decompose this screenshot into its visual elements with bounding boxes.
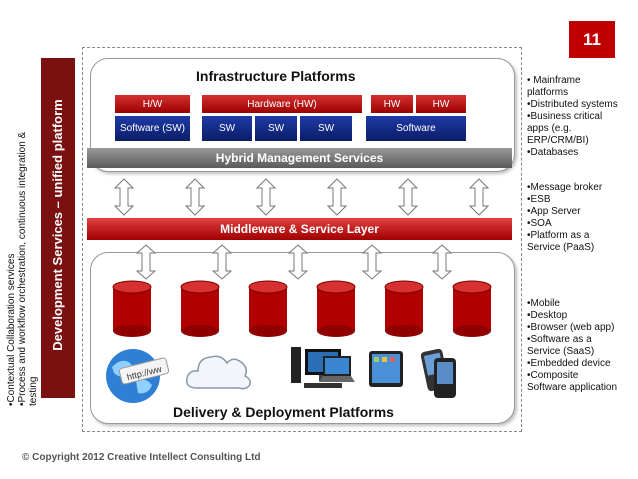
list-item: apps (e.g. — [527, 123, 572, 134]
database-icon — [248, 280, 288, 337]
double-arrow-icon — [432, 244, 452, 280]
sidebar-note: •Process and workflow orchestration, con… — [17, 131, 28, 406]
database-icon — [316, 280, 356, 337]
list-item: •Distributed systems — [527, 99, 618, 110]
list-item: •Business critical — [527, 111, 603, 122]
development-services-bar — [41, 58, 75, 398]
software-box: Software (SW) — [115, 116, 190, 141]
list-item: •Platform as a — [527, 230, 590, 241]
slide-number: 11 — [569, 21, 615, 58]
list-item: •Desktop — [527, 310, 568, 321]
list-item: •Mobile — [527, 298, 560, 309]
double-arrow-icon — [114, 178, 134, 216]
double-arrow-icon — [362, 244, 382, 280]
double-arrow-icon — [256, 178, 276, 216]
hw-box: HW — [416, 95, 466, 113]
double-arrow-icon — [327, 178, 347, 216]
globe-web-icon: http://ww — [106, 349, 170, 403]
sw-box: SW — [300, 116, 352, 141]
database-icon — [180, 280, 220, 337]
sidebar-note: testing — [28, 376, 39, 406]
list-item: •App Server — [527, 206, 581, 217]
platform-outline — [82, 47, 522, 432]
double-arrow-icon — [469, 178, 489, 216]
list-item: Service (SaaS) — [527, 346, 595, 357]
list-item: •Message broker — [527, 182, 603, 193]
list-item: •Browser (web app) — [527, 322, 615, 333]
infrastructure-list: • Mainframe platforms •Distributed syste… — [527, 75, 618, 159]
laptop-icon — [319, 356, 355, 382]
delivery-title: Delivery & Deployment Platforms — [173, 404, 394, 420]
list-item: •Composite — [527, 370, 579, 381]
infrastructure-title: Infrastructure Platforms — [196, 68, 356, 84]
sidebar-notes: •Contextual Collaboration services •Proc… — [6, 132, 39, 406]
hybrid-management-bar: Hybrid Management Services — [87, 148, 512, 168]
list-item: •Software as a — [527, 334, 592, 345]
middleware-list: •Message broker •ESB •App Server •SOA •P… — [527, 182, 602, 254]
list-item: •Databases — [527, 147, 579, 158]
database-icon — [112, 280, 152, 337]
list-item: • Mainframe — [527, 75, 581, 86]
list-item: •Embedded device — [527, 358, 611, 369]
double-arrow-icon — [212, 244, 232, 280]
double-arrow-icon — [185, 178, 205, 216]
tablet-icon — [369, 351, 403, 387]
sw-box: SW — [255, 116, 297, 141]
database-icon — [384, 280, 424, 337]
smartphone-icon — [420, 348, 456, 398]
middleware-service-bar: Middleware & Service Layer — [87, 218, 512, 240]
sidebar-note: •Contextual Collaboration services — [6, 253, 17, 406]
double-arrow-icon — [288, 244, 308, 280]
list-item: Service (PaaS) — [527, 242, 595, 253]
list-item: •ESB — [527, 194, 551, 205]
hw-box: H/W — [115, 95, 190, 113]
list-item: ERP/CRM/BI) — [527, 135, 589, 146]
database-icon — [452, 280, 492, 337]
cloud-icon — [185, 355, 252, 390]
double-arrow-icon — [398, 178, 418, 216]
list-item: platforms — [527, 87, 569, 98]
software-box: Software — [366, 116, 466, 141]
double-arrow-icon — [136, 244, 156, 280]
hardware-box: Hardware (HW) — [202, 95, 362, 113]
hw-box: HW — [371, 95, 413, 113]
sw-box: SW — [202, 116, 252, 141]
development-services-title: Development Services – unified platform — [50, 99, 65, 351]
copyright-notice: © Copyright 2012 Creative Intellect Cons… — [22, 452, 261, 463]
delivery-list: •Mobile •Desktop •Browser (web app) •Sof… — [527, 298, 617, 394]
list-item: •SOA — [527, 218, 552, 229]
list-item: Software application — [527, 382, 618, 393]
